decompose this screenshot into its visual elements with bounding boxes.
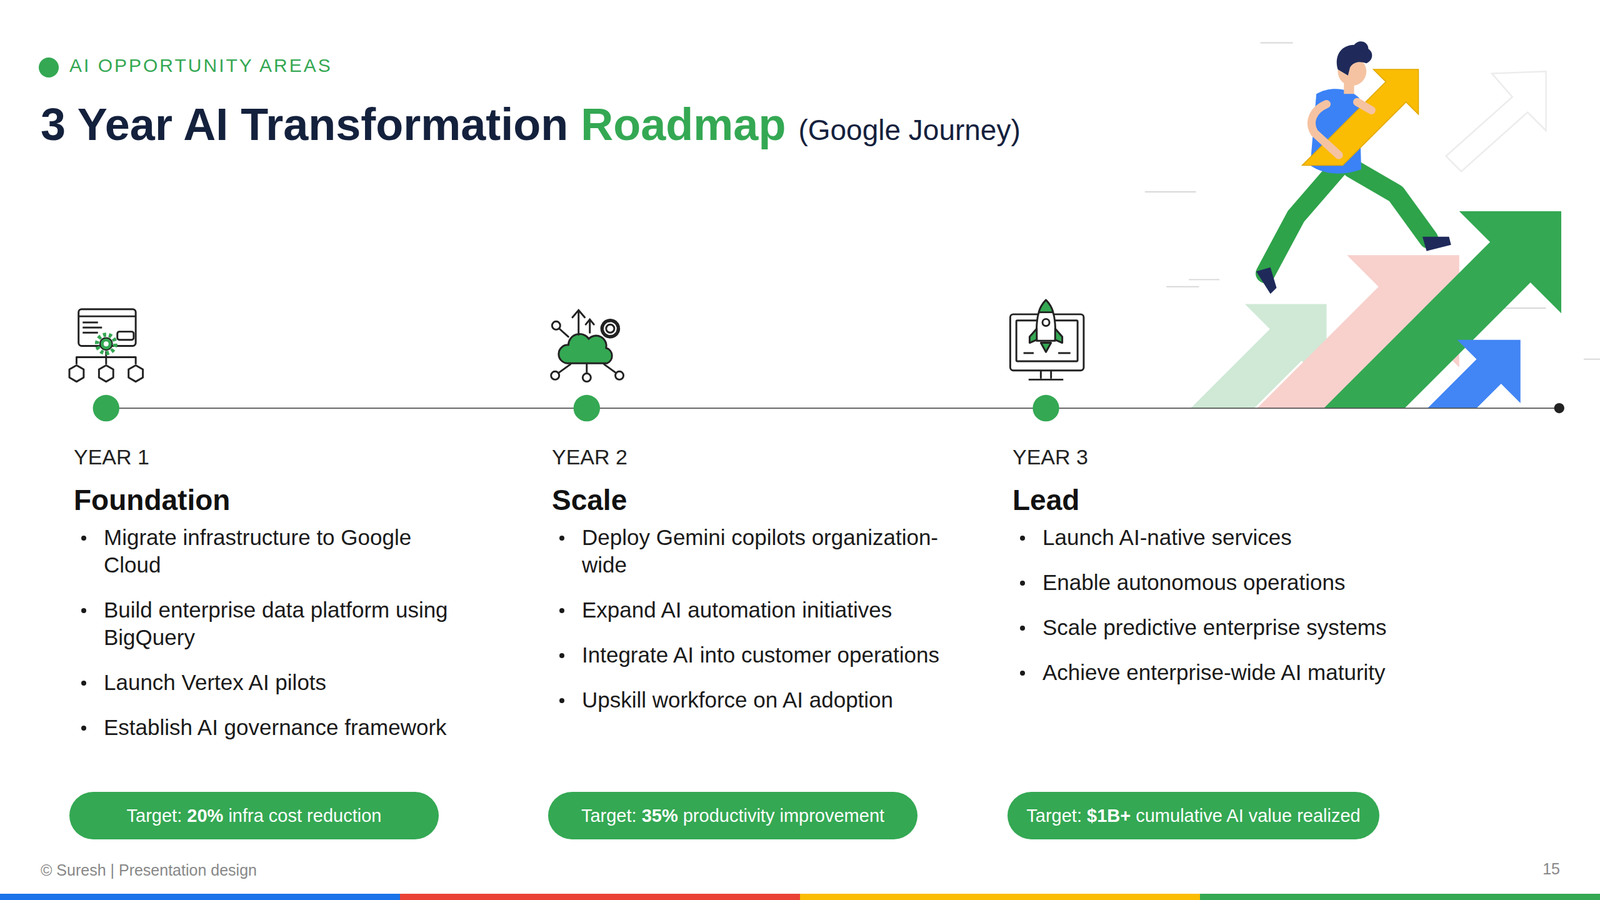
- held-arrow: [1302, 69, 1419, 165]
- timeline-line: [106, 407, 1560, 409]
- bullet-item: Upskill workforce on AI adoption: [551, 686, 952, 714]
- title-part: 3 Year AI Transformation: [40, 99, 581, 150]
- cloud-icon: [551, 310, 624, 382]
- phase-column: YEAR 2 ScaleDeploy Gemini copilots organi…: [551, 443, 952, 732]
- color-bar-green: [1200, 893, 1600, 900]
- growth-arrow: [1427, 340, 1521, 409]
- bullet-list: Migrate infrastructure to Google CloudBu…: [73, 523, 474, 742]
- bullet-list: Deploy Gemini copilots organization-wide…: [551, 523, 952, 714]
- kicker-dot: [38, 57, 59, 78]
- footer-credit: © Suresh | Presentation design: [40, 861, 257, 880]
- timeline-dot: [93, 395, 120, 422]
- slide-title: 3 Year AI Transformation Roadmap: [40, 98, 786, 150]
- timeline-dot: [573, 395, 600, 422]
- page-number: 15: [1542, 860, 1560, 879]
- target-words: Target:: [1026, 805, 1087, 826]
- phase-heading: Lead: [1012, 482, 1450, 518]
- target-text: Target: 20% infra cost reduction: [126, 805, 382, 827]
- phase-column: YEAR 3 LeadLaunch AI-native servicesEnabl…: [1012, 443, 1450, 704]
- title-row: 3 Year AI Transformation Roadmap (Google …: [40, 98, 1021, 150]
- target-pill: Target: 35% productivity improvement: [548, 791, 918, 840]
- infrastructure-icon: [69, 309, 144, 382]
- target-text: Target: 35% productivity improvement: [581, 805, 885, 827]
- phase-heading: Foundation: [73, 482, 474, 518]
- phase-column: YEAR 1 FoundationMigrate infrastructure t…: [73, 443, 474, 759]
- year-label: YEAR 3: [1012, 443, 1450, 470]
- faint-outline-arrow: [1446, 71, 1547, 172]
- bullet-item: Integrate AI into customer operations: [551, 641, 952, 669]
- bullet-item: Launch AI-native services: [1012, 523, 1450, 552]
- bullet-item: Scale predictive enterprise systems: [1012, 613, 1450, 642]
- target-words: productivity improvement: [678, 805, 885, 826]
- bullet-item: Achieve enterprise-wide AI maturity: [1012, 658, 1450, 687]
- scaled-artwork: [69, 41, 1600, 422]
- kicker-text: AI OPPORTUNITY AREAS: [69, 55, 333, 77]
- bullet-item: Deploy Gemini copilots organization-wide: [551, 523, 952, 579]
- color-bar-yellow: [800, 893, 1200, 900]
- bullet-item: Migrate infrastructure to Google Cloud: [73, 523, 474, 579]
- timeline-end-dot: [1554, 403, 1565, 414]
- bullet-item: Expand AI automation initiatives: [551, 596, 952, 624]
- running-person: [1256, 41, 1452, 294]
- bullet-list: Launch AI-native servicesEnable autonomo…: [1012, 523, 1450, 687]
- year-label: YEAR 1: [73, 443, 474, 470]
- target-pill: Target: 20% infra cost reduction: [69, 791, 439, 840]
- color-bar-blue: [0, 893, 400, 900]
- target-value: $1B+: [1086, 805, 1131, 826]
- phase-heading: Scale: [551, 482, 952, 518]
- growth-arrow: [1323, 211, 1562, 409]
- bullet-item: Build enterprise data platform using Big…: [73, 596, 474, 652]
- timeline-dot: [1032, 395, 1059, 422]
- target-value: 35%: [641, 805, 679, 826]
- target-words: infra cost reduction: [223, 805, 382, 826]
- color-bar-red: [400, 893, 800, 900]
- growth-arrows: [1190, 211, 1562, 409]
- rocket-monitor-icon: [1010, 300, 1084, 380]
- target-words: cumulative AI value realized: [1130, 805, 1361, 826]
- title-highlight: Roadmap: [580, 99, 786, 150]
- bullet-item: Enable autonomous operations: [1012, 568, 1450, 597]
- target-value: 20%: [186, 805, 224, 826]
- target-words: Target:: [126, 805, 188, 826]
- bullet-item: Establish AI governance framework: [73, 713, 474, 742]
- target-text: Target: $1B+ cumulative AI value realize…: [1026, 805, 1360, 827]
- year-label: YEAR 2: [551, 443, 952, 470]
- target-pill: Target: $1B+ cumulative AI value realize…: [1007, 791, 1380, 840]
- slide-subtitle: (Google Journey): [798, 113, 1020, 147]
- bullet-item: Launch Vertex AI pilots: [73, 668, 474, 697]
- target-words: Target:: [581, 805, 642, 826]
